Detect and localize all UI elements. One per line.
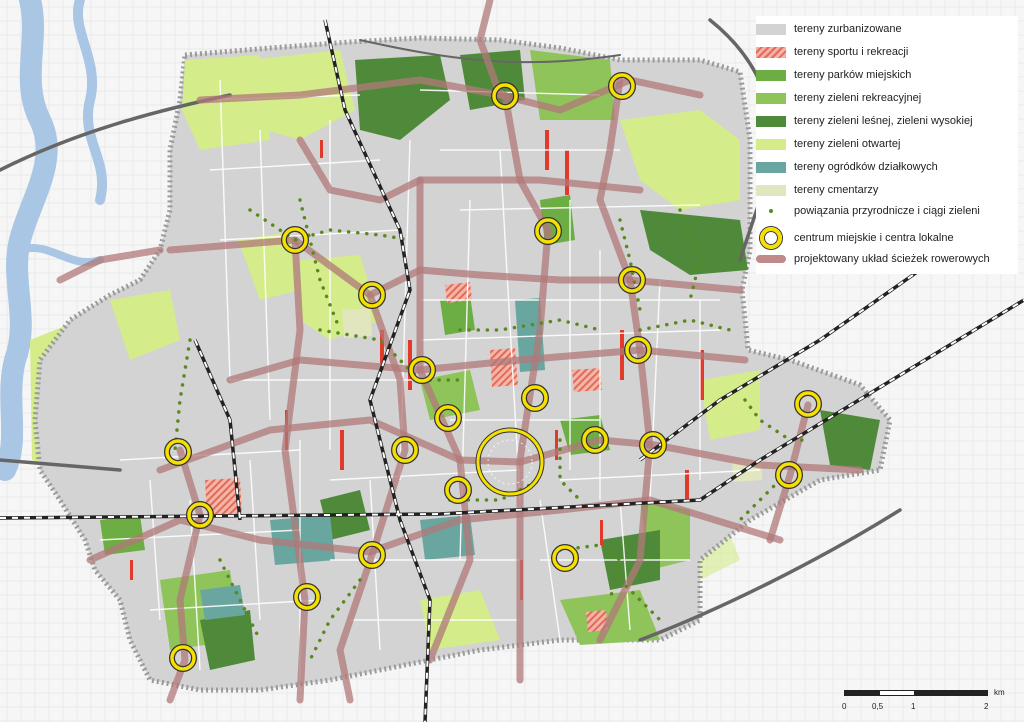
centre-ring-icon — [756, 227, 786, 249]
legend-item-cemetery: tereny cmentarzy — [756, 183, 878, 197]
legend-item-sport: tereny sportu i rekreacji — [756, 45, 908, 59]
parks-swatch-icon — [756, 69, 786, 81]
local-centre-ring-fill — [435, 405, 461, 431]
legend-label: tereny zieleni leśnej, zieleni wysokiej — [794, 115, 973, 127]
legend-item-parks: tereny parków miejskich — [756, 68, 911, 82]
legend-label: tereny zieleni otwartej — [794, 138, 901, 150]
legend-item-allotments: tereny ogródków działkowych — [756, 160, 938, 174]
legend-label: tereny zurbanizowane — [794, 23, 902, 35]
local-centre-ring-fill — [795, 391, 821, 417]
legend-item-centres: centrum miejskie i centra lokalne — [756, 226, 954, 250]
legend-item-green-links: powiązania przyrodnicze i ciągi zieleni — [756, 204, 980, 218]
local-centre-ring-fill — [165, 439, 191, 465]
sport-hatch-swatch-icon — [756, 46, 786, 58]
scale-segment — [844, 690, 880, 696]
scale-tick-label: 1 — [911, 702, 916, 711]
forest-areas — [200, 50, 880, 670]
legend-item-open-green: tereny zieleni otwartej — [756, 137, 900, 151]
local-centre-ring-fill — [409, 357, 435, 383]
scale-unit: km — [994, 688, 1005, 697]
local-centre-ring-fill — [609, 73, 635, 99]
legend-label: projektowany układ ścieżek rowerowych — [794, 253, 990, 265]
urban-centres — [475, 427, 545, 497]
recreational-swatch-icon — [756, 92, 786, 104]
scale-segment — [879, 690, 915, 696]
local-centre-ring-fill — [619, 267, 645, 293]
scale-tick-label: 0 — [842, 702, 847, 711]
scale-tick-label: 2 — [984, 702, 989, 711]
green-link-dot-icon — [756, 206, 786, 217]
local-centre-ring-fill — [170, 645, 196, 671]
allotments-swatch-icon — [756, 161, 786, 173]
local-centre-ring-fill — [535, 218, 561, 244]
legend-label: tereny cmentarzy — [794, 184, 879, 196]
legend-item-forest: tereny zieleni leśnej, zieleni wysokiej — [756, 114, 973, 128]
legend-label: centrum miejskie i centra lokalne — [794, 232, 954, 244]
legend-label: tereny sportu i rekreacji — [794, 46, 909, 58]
local-centre-ring-fill — [187, 502, 213, 528]
local-centre-ring-fill — [282, 227, 308, 253]
local-centre-ring-fill — [776, 462, 802, 488]
scale-tick-label: 0,5 — [872, 702, 884, 711]
sport-areas — [205, 282, 608, 632]
cemetery-swatch-icon — [756, 184, 786, 196]
local-centre-ring-fill — [359, 282, 385, 308]
legend-item-urban: tereny zurbanizowane — [756, 22, 902, 36]
local-centres — [164, 72, 822, 672]
local-centre-ring-fill — [625, 337, 651, 363]
local-centre-ring-fill — [640, 432, 666, 458]
forest-swatch-icon — [756, 115, 786, 127]
local-centre-ring-fill — [552, 545, 578, 571]
scale-segment — [914, 690, 988, 696]
cycle-path-line-icon — [756, 255, 786, 263]
legend-item-recreational: tereny zieleni rekreacyjnej — [756, 91, 921, 105]
local-centre-ring-fill — [294, 584, 320, 610]
local-centre-ring-fill — [392, 437, 418, 463]
legend-label: tereny parków miejskich — [794, 69, 912, 81]
legend-item-cycle-paths: projektowany układ ścieżek rowerowych — [756, 252, 990, 266]
legend-label: tereny ogródków działkowych — [794, 161, 938, 173]
open-green-swatch-icon — [756, 138, 786, 150]
local-centre-ring-fill — [582, 427, 608, 453]
map-legend: tereny zurbanizowane tereny sportu i rek… — [756, 16, 1018, 274]
railways — [0, 19, 1024, 722]
urban-swatch-icon — [756, 23, 786, 35]
local-centre-ring-fill — [522, 385, 548, 411]
local-centre-ring-fill — [359, 542, 385, 568]
local-centre-ring-fill — [445, 477, 471, 503]
legend-label: powiązania przyrodnicze i ciągi zieleni — [794, 205, 980, 217]
local-centre-ring-fill — [492, 83, 518, 109]
legend-label: tereny zieleni rekreacyjnej — [794, 92, 922, 104]
scale-bar: 0 0,5 1 2 km — [842, 688, 1005, 718]
